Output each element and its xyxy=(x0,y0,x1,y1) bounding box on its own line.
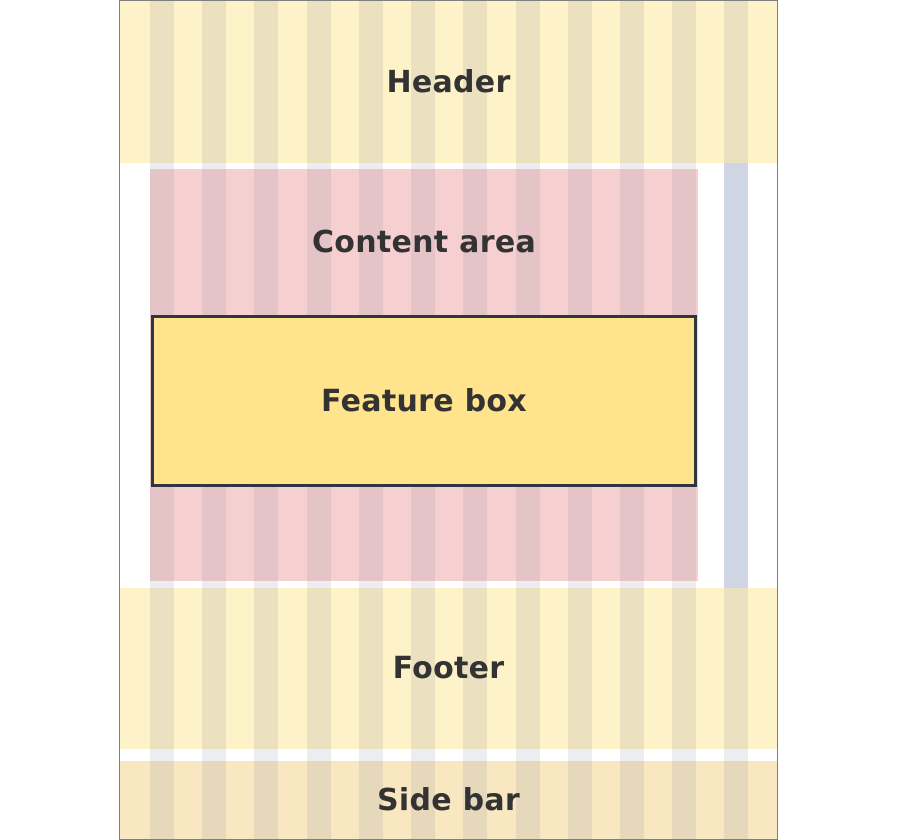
side-bar-region: Side bar xyxy=(120,761,777,839)
content-area-label-wrap: Content area xyxy=(150,169,698,315)
header-label: Header xyxy=(386,64,511,100)
side-bar-label: Side bar xyxy=(376,782,521,818)
feature-box-region: Feature box xyxy=(151,315,697,487)
footer-label: Footer xyxy=(392,651,505,686)
feature-box-label: Feature box xyxy=(321,383,527,419)
side-column-background xyxy=(724,163,748,588)
content-area-label: Content area xyxy=(311,224,537,260)
footer-region: Footer xyxy=(120,588,777,749)
header-region: Header xyxy=(120,1,777,163)
layout-frame: Header Content area Feature box Footer S… xyxy=(119,0,778,840)
